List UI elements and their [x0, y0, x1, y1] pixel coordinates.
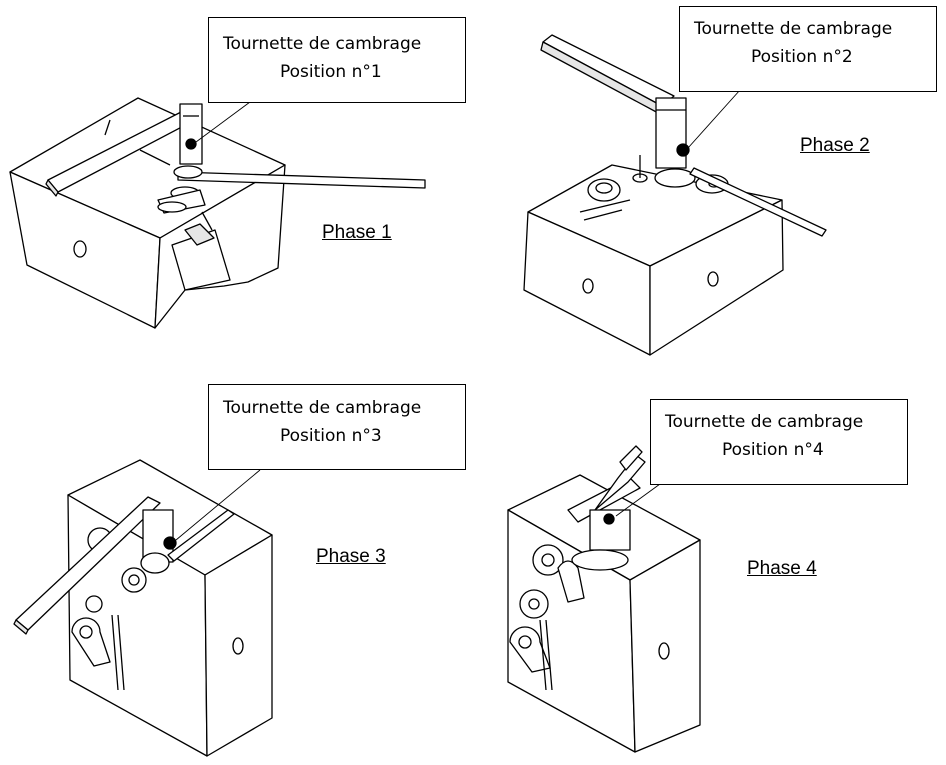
pivot-marker-2	[676, 143, 690, 157]
phase-3-machine	[13, 459, 273, 757]
callout-4-line1: Tournette de cambrage	[665, 412, 864, 432]
phase-1-machine	[9, 97, 426, 329]
callout-1-line2: Position n°1	[280, 62, 382, 82]
callout-2-line1: Tournette de cambrage	[694, 19, 893, 39]
callout-3-line2: Position n°3	[280, 426, 382, 446]
phase-4-label: Phase 4	[747, 558, 817, 579]
phase-1-label: Phase 1	[322, 222, 392, 243]
phase-2-label: Phase 2	[800, 135, 870, 156]
phase-4-machine	[507, 445, 701, 753]
callout-1-line1: Tournette de cambrage	[223, 34, 422, 54]
pivot-marker-3	[163, 536, 177, 550]
callout-2-line2: Position n°2	[751, 47, 853, 67]
phase-3-label: Phase 3	[316, 546, 386, 567]
leader-lines	[175, 89, 741, 541]
phase-2-machine	[523, 34, 827, 356]
callout-position-4: Tournette de cambrage Position n°4	[650, 399, 908, 485]
callout-position-2: Tournette de cambrage Position n°2	[679, 6, 937, 92]
callout-3-line1: Tournette de cambrage	[223, 398, 422, 418]
callout-4-line2: Position n°4	[722, 440, 824, 460]
callout-position-1: Tournette de cambrage Position n°1	[208, 17, 466, 103]
callout-position-3: Tournette de cambrage Position n°3	[208, 384, 466, 470]
pivot-marker-1	[185, 138, 197, 150]
pivot-marker-4	[603, 513, 615, 525]
